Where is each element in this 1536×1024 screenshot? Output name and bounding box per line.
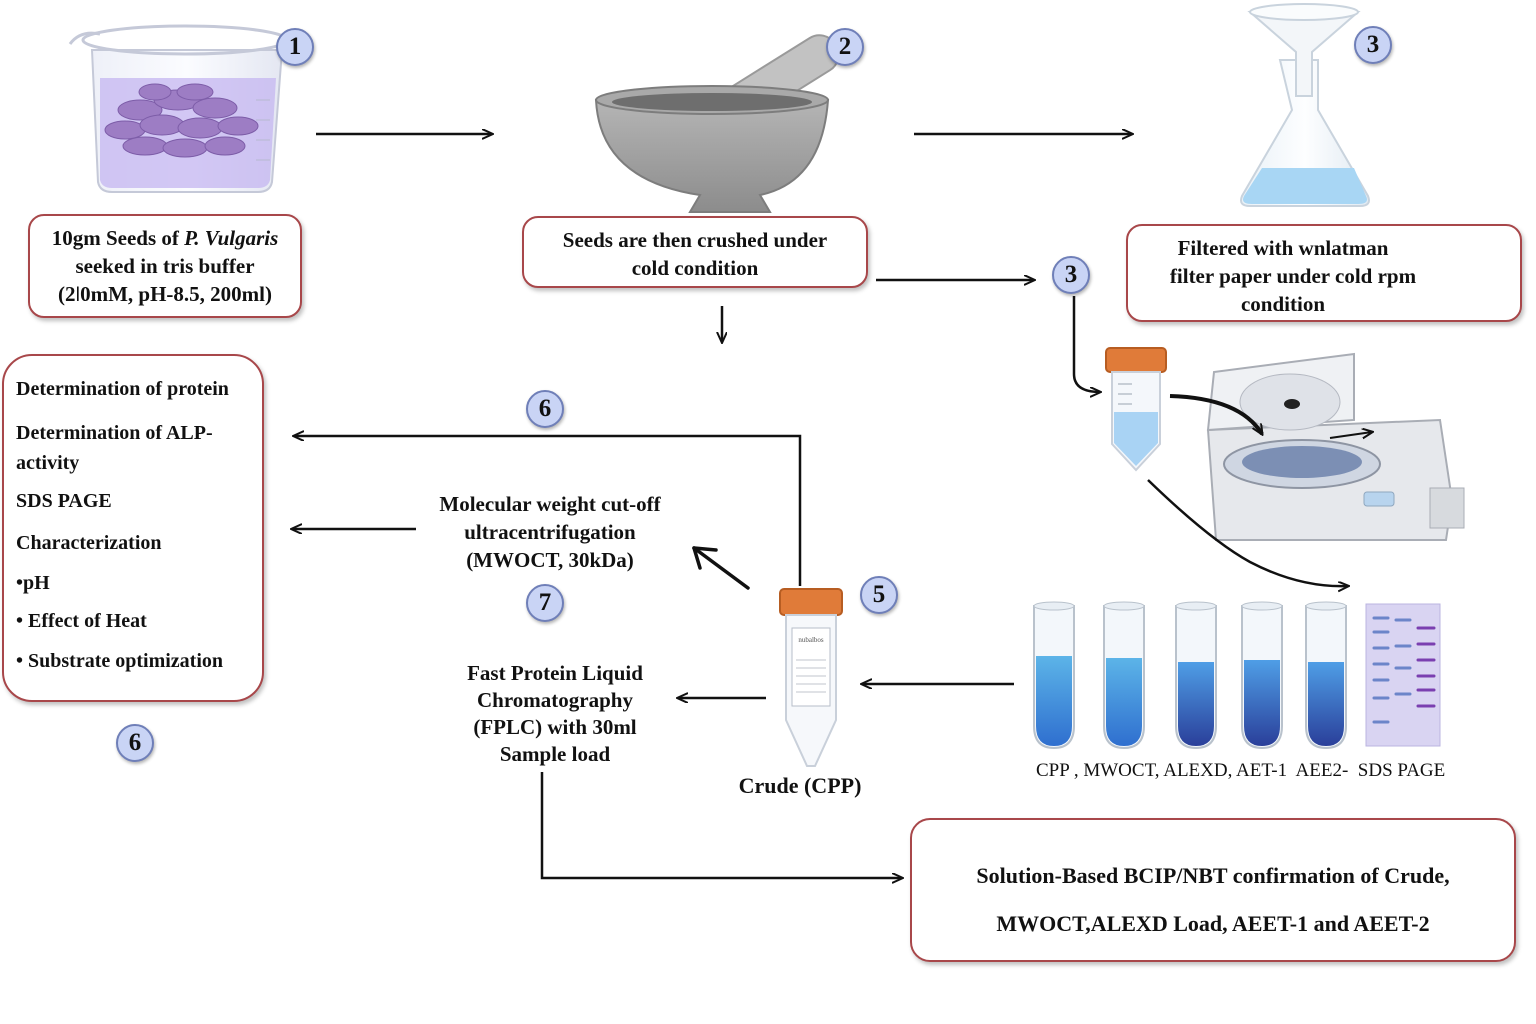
beaker-with-seeds-icon	[68, 24, 289, 193]
analysis-item: activity	[16, 452, 80, 474]
step2-line2: cold condition	[631, 256, 759, 280]
tube-mwoct-icon	[1103, 601, 1145, 750]
step2-box: Seeds are then crushed under cold condit…	[522, 216, 868, 288]
analysis-item: • Substrate optimization	[16, 650, 224, 672]
fplc-line3: (FPLC) with 30ml	[473, 715, 637, 739]
step1-line1-prefix: 10gm Seeds of	[51, 226, 185, 250]
mwoct-line1: Molecular weight cut-off	[439, 492, 661, 516]
mwoct-line3: (MWOCT, 30kDa)	[466, 548, 634, 572]
fplc-line1: Fast Protein Liquid	[467, 661, 643, 685]
final-box: Solution-Based BCIP/NBT confirmation of …	[910, 818, 1516, 962]
fplc-line4: Sample load	[499, 742, 611, 766]
arrow-crude-to-mwoct	[692, 546, 750, 590]
step1-line2: seeked in tris buffer	[75, 254, 255, 278]
mortar-pestle-icon	[594, 34, 840, 213]
falcon-tube-small-icon	[1105, 347, 1167, 472]
step-badge-7: 7	[526, 584, 564, 622]
arrow-crude-to-analysis	[294, 436, 802, 586]
tubes-caption: CPP , MWOCT, ALEXD, AET-1 AEE2- SDS PAGE	[1036, 760, 1446, 781]
arrow-badge3-to-tube	[1072, 296, 1100, 392]
sds-page-gel-icon	[1365, 603, 1441, 747]
final-line2: MWOCT,ALEXD Load, AEET-1 and AEET-2	[996, 911, 1430, 936]
falcon-label: nubalbos	[798, 636, 824, 644]
analysis-item: Determination of ALP-	[16, 422, 213, 444]
step3-line1: Filtered with wnlatman	[1177, 236, 1389, 260]
step2-line1: Seeds are then crushed under	[562, 228, 828, 252]
tube-aee2-icon	[1305, 601, 1347, 750]
analysis-item: SDS PAGE	[16, 490, 112, 512]
step-badge-6-arrow: 6	[526, 390, 564, 428]
crude-label: Crude (CPP)	[738, 773, 862, 798]
step-badge-3-top: 3	[1354, 26, 1392, 64]
arrow-fplc-to-final	[540, 772, 902, 878]
fplc-text: Fast Protein Liquid Chromatography (FPLC…	[430, 660, 680, 768]
tube-cpp-icon	[1033, 601, 1075, 750]
falcon-tube-crude-icon: nubalbos	[779, 588, 843, 767]
step-badge-3-mid: 3	[1052, 256, 1090, 294]
tube-aet1-icon	[1241, 601, 1283, 750]
analysis-item: •pH	[16, 572, 50, 594]
centrifuge-icon	[1169, 352, 1465, 541]
analysis-item: • Effect of Heat	[16, 610, 147, 632]
step3-line3: condition	[1240, 292, 1326, 316]
step1-box: 10gm Seeds of P. Vulgaris seeked in tris…	[28, 214, 302, 318]
step3-box: Filtered with wnlatman filter paper unde…	[1126, 224, 1522, 322]
arrow-centrifuge-to-tubes	[1147, 479, 1348, 586]
step1-line3: (2ǀ0mM, pH-8.5, 200ml)	[57, 282, 272, 306]
step-badge-6-box: 6	[116, 724, 154, 762]
flask-funnel-icon	[1240, 3, 1370, 207]
analysis-box: Determination of protein Determination o…	[2, 354, 264, 702]
species-name: P. Vulgaris	[184, 226, 279, 250]
mwoct-text: Molecular weight cut-off ultracentrifuga…	[410, 490, 690, 574]
analysis-item: Determination of protein	[16, 378, 229, 400]
fplc-line2: Chromatography	[477, 688, 633, 712]
step3-line2: filter paper under cold rpm	[1169, 264, 1417, 288]
tube-alexd-icon	[1175, 601, 1217, 750]
mwoct-line2: ultracentrifugation	[464, 520, 636, 544]
analysis-item: Characterization	[16, 532, 162, 554]
final-line1: Solution-Based BCIP/NBT confirmation of …	[976, 863, 1450, 888]
step-badge-2: 2	[826, 28, 864, 66]
step-badge-5: 5	[860, 576, 898, 614]
step-badge-1: 1	[276, 28, 314, 66]
